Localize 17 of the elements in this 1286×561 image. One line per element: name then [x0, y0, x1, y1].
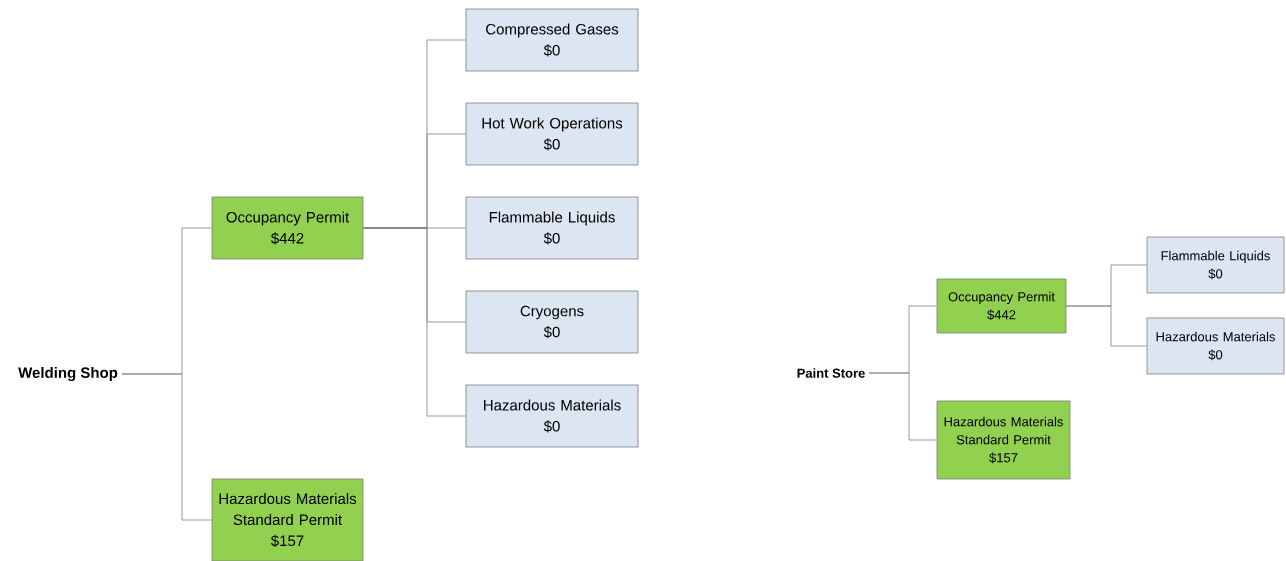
- permit-box: Hazardous Materials Standard Permit $157: [936, 400, 1071, 480]
- connector-line: [121, 373, 212, 521]
- connector-line: [363, 227, 466, 417]
- root-label: Welding Shop: [18, 366, 118, 381]
- connector-line: [1066, 305, 1147, 347]
- hazard-box: Flammable Liquids $0: [465, 196, 639, 260]
- permit-box: Occupancy Permit $442: [936, 278, 1067, 334]
- hazard-box: Cryogens $0: [465, 290, 639, 354]
- hazard-box: Compressed Gases $0: [465, 8, 639, 72]
- permit-box: Occupancy Permit $442: [211, 196, 364, 260]
- connector-line: [868, 372, 937, 441]
- hazard-box: Hazardous Materials $0: [1146, 317, 1285, 375]
- hazard-box: Hot Work Operations $0: [465, 102, 639, 166]
- hazard-box: Flammable Liquids $0: [1146, 236, 1285, 294]
- root-label: Paint Store: [797, 368, 865, 378]
- hazard-box: Hazardous Materials $0: [465, 384, 639, 448]
- permit-box: Hazardous Materials Standard Permit $157: [211, 478, 364, 561]
